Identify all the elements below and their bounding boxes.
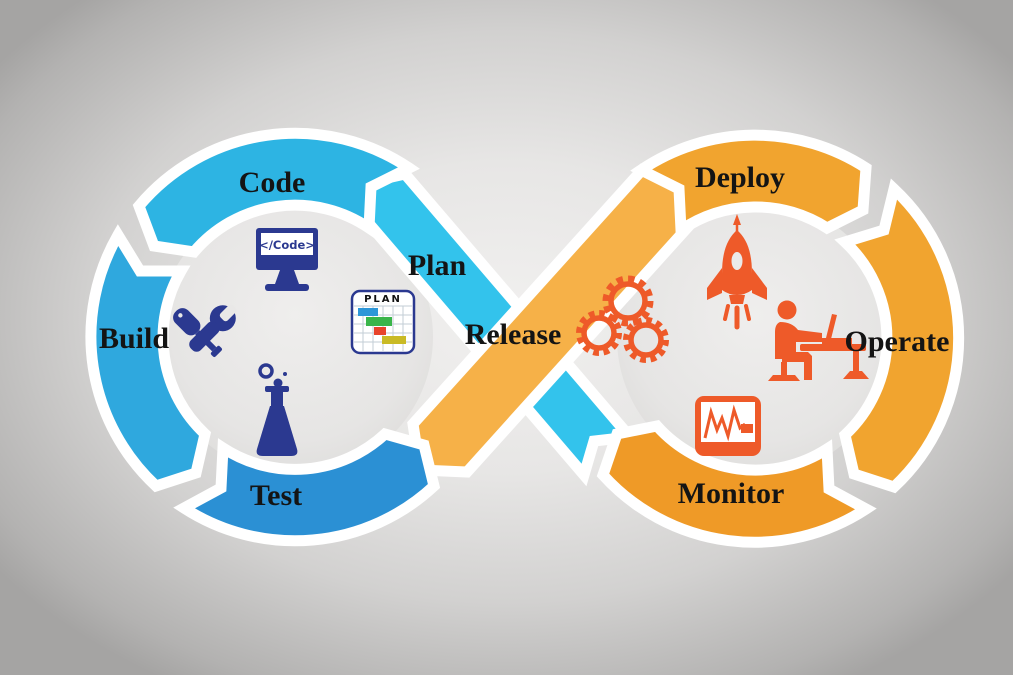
left-loop xyxy=(85,127,441,547)
monitor-arc-segment xyxy=(596,419,877,548)
right-inner-circle xyxy=(617,200,893,476)
deploy-label: Deploy xyxy=(695,161,785,194)
plan-label: Plan xyxy=(408,249,467,282)
right-loop xyxy=(596,129,965,548)
person-at-desk-icon xyxy=(768,300,869,381)
rocket-icon xyxy=(707,214,767,330)
deploy-arc-segment xyxy=(630,129,872,241)
operate-arc-segment xyxy=(834,178,965,494)
operate-label: Operate xyxy=(845,325,950,358)
gears-icon xyxy=(576,275,669,363)
code-label: Code xyxy=(239,166,306,199)
build-label: Build xyxy=(99,322,169,355)
test-label: Test xyxy=(250,479,302,512)
chemistry-flask-icon xyxy=(256,363,298,456)
monitor-graph-icon xyxy=(695,396,761,456)
release-label: Release xyxy=(465,318,562,351)
code-monitor-icon: </Code> xyxy=(256,228,318,291)
gantt-chart-icon: PLAN xyxy=(350,289,416,355)
monitor-label: Monitor xyxy=(678,477,785,510)
build-arc-segment xyxy=(85,224,212,493)
code-screen-text: </Code> xyxy=(259,238,315,252)
left-inner-circle xyxy=(157,199,433,475)
crossed-tools-icon xyxy=(173,304,237,357)
plan-chart-text: PLAN xyxy=(364,294,402,305)
code-arc-segment xyxy=(132,127,420,258)
test-arc-segment xyxy=(173,427,441,547)
